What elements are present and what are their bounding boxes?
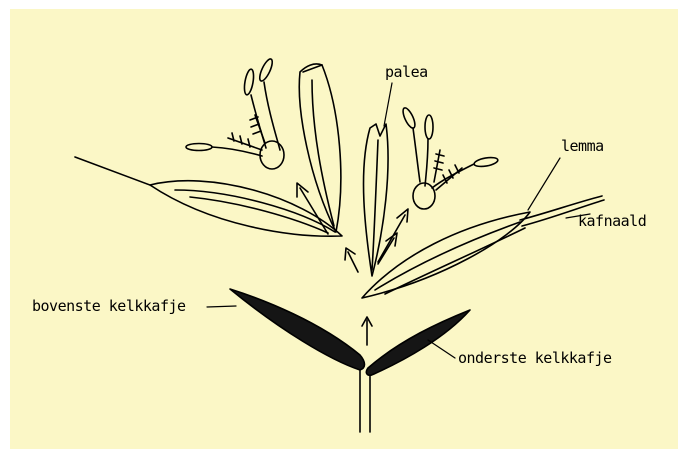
label-palea: palea — [385, 63, 428, 81]
right-stamens — [401, 106, 499, 209]
upper-glume — [230, 289, 365, 370]
left-lemma — [75, 157, 342, 236]
bovenste-kelkkafje-leader — [207, 306, 236, 307]
label-bovenste-kelkkafje: bovenste kelkkafje — [32, 297, 186, 315]
palea-leader — [384, 83, 392, 126]
label-onderste-kelkkafje: onderste kelkkafje — [458, 349, 612, 367]
stem — [360, 368, 370, 432]
right-lemma — [362, 196, 604, 298]
lower-glume — [366, 310, 470, 375]
onderste-kelkkafje-leader — [428, 340, 455, 358]
label-kafnaald: kafnaald — [578, 212, 646, 230]
label-lemma: lemma — [561, 137, 604, 155]
left-stamens — [186, 57, 284, 169]
left-stigmas — [228, 115, 265, 150]
lemma-leader — [528, 158, 560, 210]
left-palea — [299, 64, 340, 232]
growth-arrows — [297, 183, 408, 345]
